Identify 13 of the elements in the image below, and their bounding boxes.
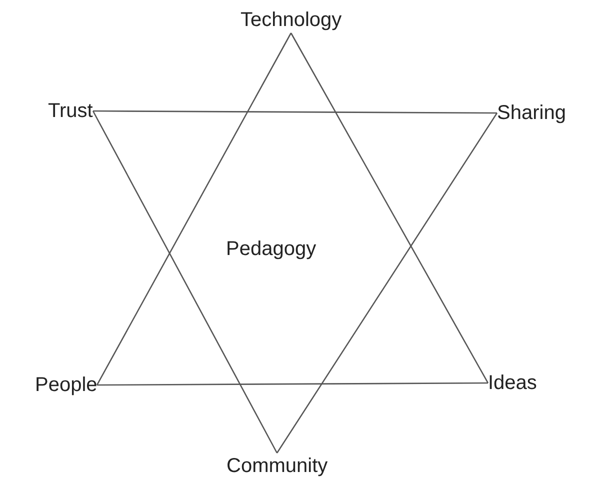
vertex-label: People: [35, 372, 98, 398]
vertex-label: Community: [226, 453, 328, 479]
vertex-label: Technology: [240, 7, 342, 33]
connector-line: [290, 32, 489, 384]
connector-line: [97, 382, 488, 386]
connector-line: [92, 110, 278, 454]
connector-line: [93, 110, 497, 114]
center-label: Pedagogy: [226, 237, 316, 262]
vertex-label: Trust: [48, 98, 93, 124]
vertex-label: Sharing: [497, 100, 566, 126]
connector-line: [96, 32, 292, 386]
vertex-label: Ideas: [488, 370, 537, 396]
connector-line: [276, 112, 498, 454]
